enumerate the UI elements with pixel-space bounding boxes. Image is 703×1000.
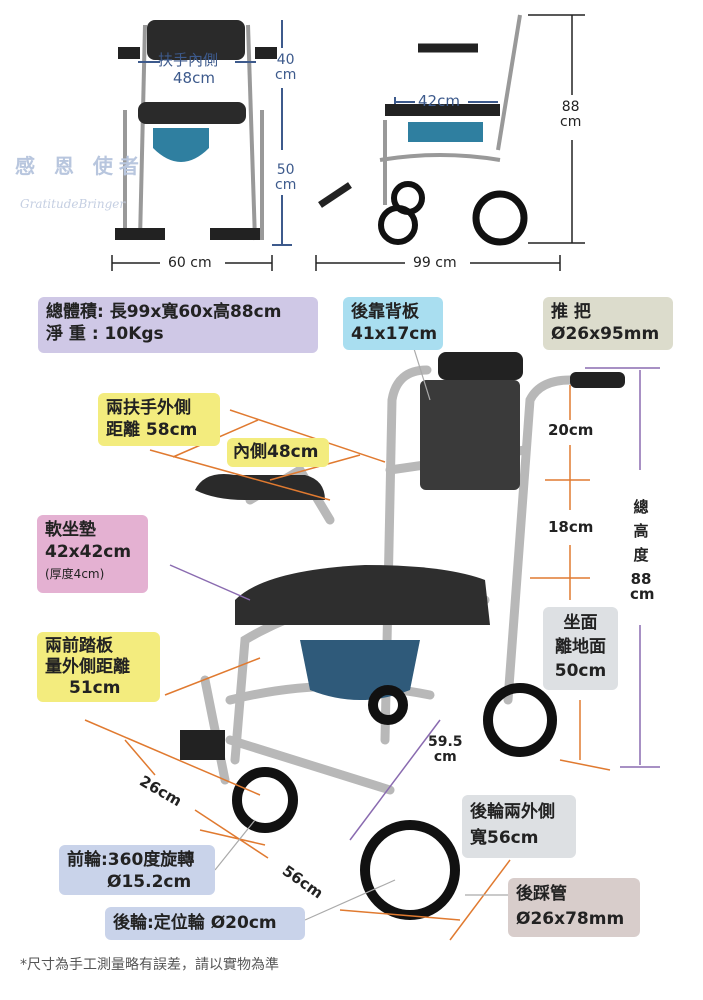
footnote: *尺寸為手工測量略有誤差，請以實物為準	[20, 957, 279, 973]
footrest-box: 兩前踏板量外側距離 51cm	[37, 632, 160, 702]
armrest-outer-box: 兩扶手外側距離 58cm	[98, 393, 220, 446]
length-top: 99 cm	[413, 255, 457, 271]
side-view-chair	[318, 14, 528, 246]
rear-width-box: 後輪兩外側寬56cm	[462, 795, 576, 858]
arm-to-seat-dim: 18cm	[548, 518, 594, 536]
watermark: 感 恩 使者	[15, 154, 145, 178]
handle-to-arm-dim: 20cm	[548, 421, 594, 439]
width-top: 60 cm	[168, 255, 212, 271]
front-view-chair	[115, 20, 277, 241]
purple-dimension-lines	[169, 367, 660, 841]
seat-depth-top: 42cm	[418, 92, 460, 110]
backrest	[420, 380, 520, 490]
rear-wheel-box: 後輪:定位輪 Ø20cm	[105, 907, 305, 940]
watermark-script: GratitudeBringer	[20, 197, 126, 211]
armrest-inner-box: 內側48cm	[227, 438, 329, 467]
armrest-inner-label-top: 扶手內側	[158, 51, 219, 69]
armrest-inner-value-top: 48cm	[173, 69, 215, 87]
